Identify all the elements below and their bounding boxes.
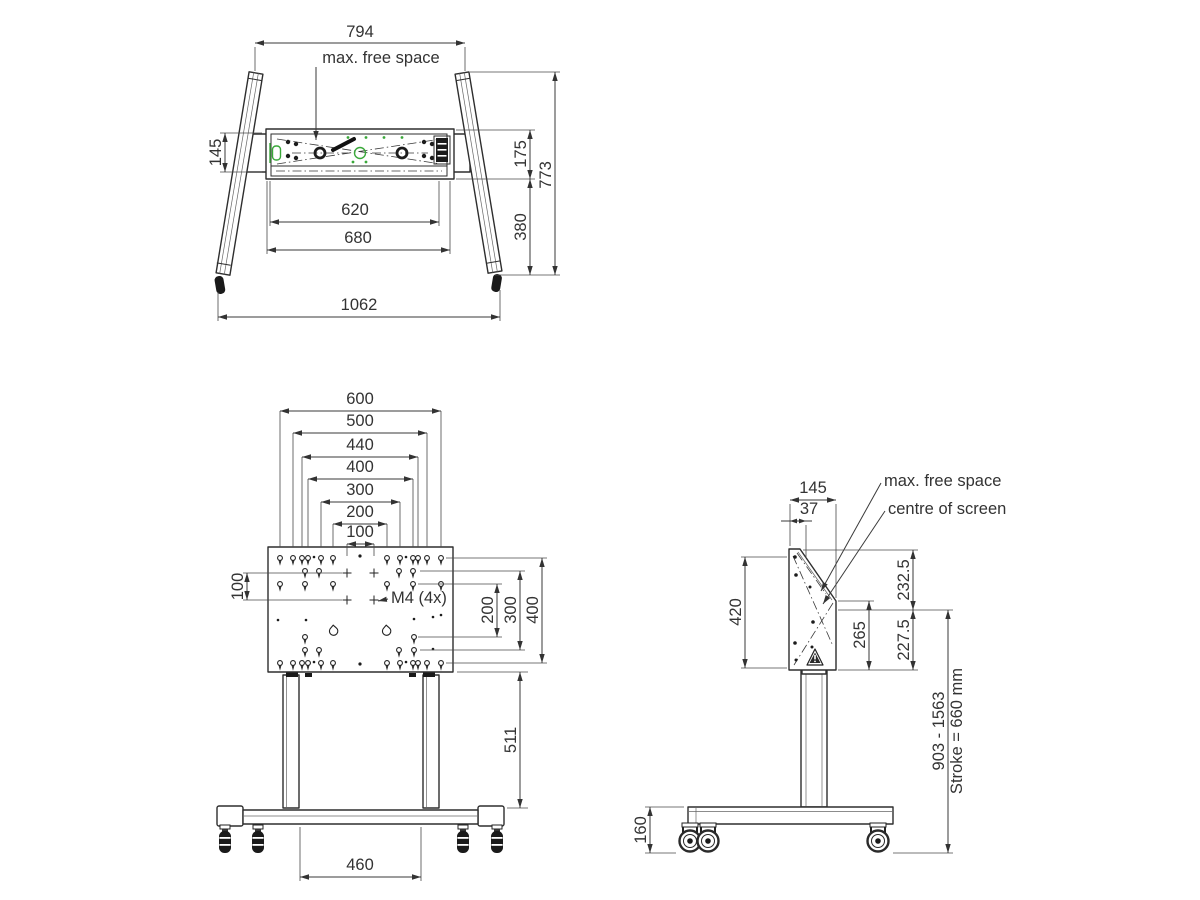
dim-body-height-outer: 175 <box>512 140 530 168</box>
dim-body-to-leg-end: 380 <box>512 213 530 241</box>
base-cap-right <box>477 805 505 827</box>
label-m4: M4 (4x) <box>391 589 447 607</box>
lever-handle <box>331 137 356 152</box>
leg-right <box>454 71 503 293</box>
caster-top-left <box>214 275 226 295</box>
caster-side-left-2 <box>696 821 720 853</box>
top-view: 794 max. free space 145 175 773 380 620 … <box>207 23 560 321</box>
base-cap-left <box>216 805 244 827</box>
dim-base-height: 160 <box>632 816 650 844</box>
column-front-right <box>422 674 440 809</box>
dim-body-width: 680 <box>344 229 372 247</box>
label-max-free-space-top: max. free space <box>322 49 439 67</box>
base-bar-front <box>242 809 479 825</box>
dim-leg-span-vertical: 773 <box>537 161 555 189</box>
dim-top-offset: 37 <box>800 500 818 518</box>
dim-total-width: 1062 <box>341 296 378 314</box>
bolt-hole-left <box>313 146 327 160</box>
label-centre-of-screen: centre of screen <box>888 500 1006 518</box>
dim-base-inner-width: 460 <box>346 856 374 874</box>
dim-slant-to-bottom: 265 <box>851 621 869 649</box>
dim-vesa-100-vertical: 100 <box>229 573 247 601</box>
leader-max-free-space-side <box>820 482 882 592</box>
base-bar-side <box>687 806 894 825</box>
caster-front-2 <box>251 824 265 854</box>
front-view: 600 500 440 400 300 200 100 100 M4 (4x) … <box>216 390 547 881</box>
mount-body-outline <box>265 128 455 180</box>
column-side <box>800 670 828 808</box>
caster-top-right <box>491 273 502 293</box>
dim-plate-height: 420 <box>727 598 745 626</box>
dim-right-300: 300 <box>502 596 520 624</box>
green-bracket <box>271 145 282 161</box>
dim-height-range: 903 - 1563 <box>930 692 948 771</box>
head-profile <box>788 548 837 671</box>
dim-body-height-inner: 145 <box>207 139 225 167</box>
label-max-free-space-side: max. free space <box>884 472 1001 490</box>
dim-vesa-100: 100 <box>346 523 374 541</box>
dim-vesa-440: 440 <box>346 436 374 454</box>
dim-head-depth: 145 <box>799 479 827 497</box>
dim-stroke: Stroke = 660 mm <box>948 668 966 794</box>
caster-front-3 <box>456 824 470 854</box>
dim-vesa-400: 400 <box>346 458 374 476</box>
dim-column-height: 511 <box>502 727 520 753</box>
connector-outline <box>433 135 451 165</box>
caster-side-right <box>866 821 890 853</box>
caster-front-4 <box>490 824 504 854</box>
dim-right-400: 400 <box>524 596 542 624</box>
dim-vesa-300: 300 <box>346 481 374 499</box>
dim-inner-width: 620 <box>341 201 369 219</box>
dim-vesa-200: 200 <box>346 503 374 521</box>
leg-left <box>214 71 264 295</box>
column-front-left <box>282 674 300 809</box>
leader-centre-of-screen <box>822 510 886 605</box>
dim-right-200: 200 <box>479 596 497 624</box>
bolt-hole-right <box>395 146 409 160</box>
dim-vesa-500: 500 <box>346 412 374 430</box>
dim-vesa-600: 600 <box>346 390 374 408</box>
caster-front-1 <box>218 824 232 854</box>
dim-top-width: 794 <box>346 23 374 41</box>
mount-body-strip <box>270 165 448 177</box>
dim-centre-to-bottom: 227.5 <box>895 619 913 660</box>
vesa-plate <box>267 546 454 673</box>
dim-top-to-centre: 232.5 <box>895 559 913 600</box>
green-center-hole <box>353 146 367 160</box>
side-view: max. free space centre of screen 145 37 … <box>632 472 1006 854</box>
